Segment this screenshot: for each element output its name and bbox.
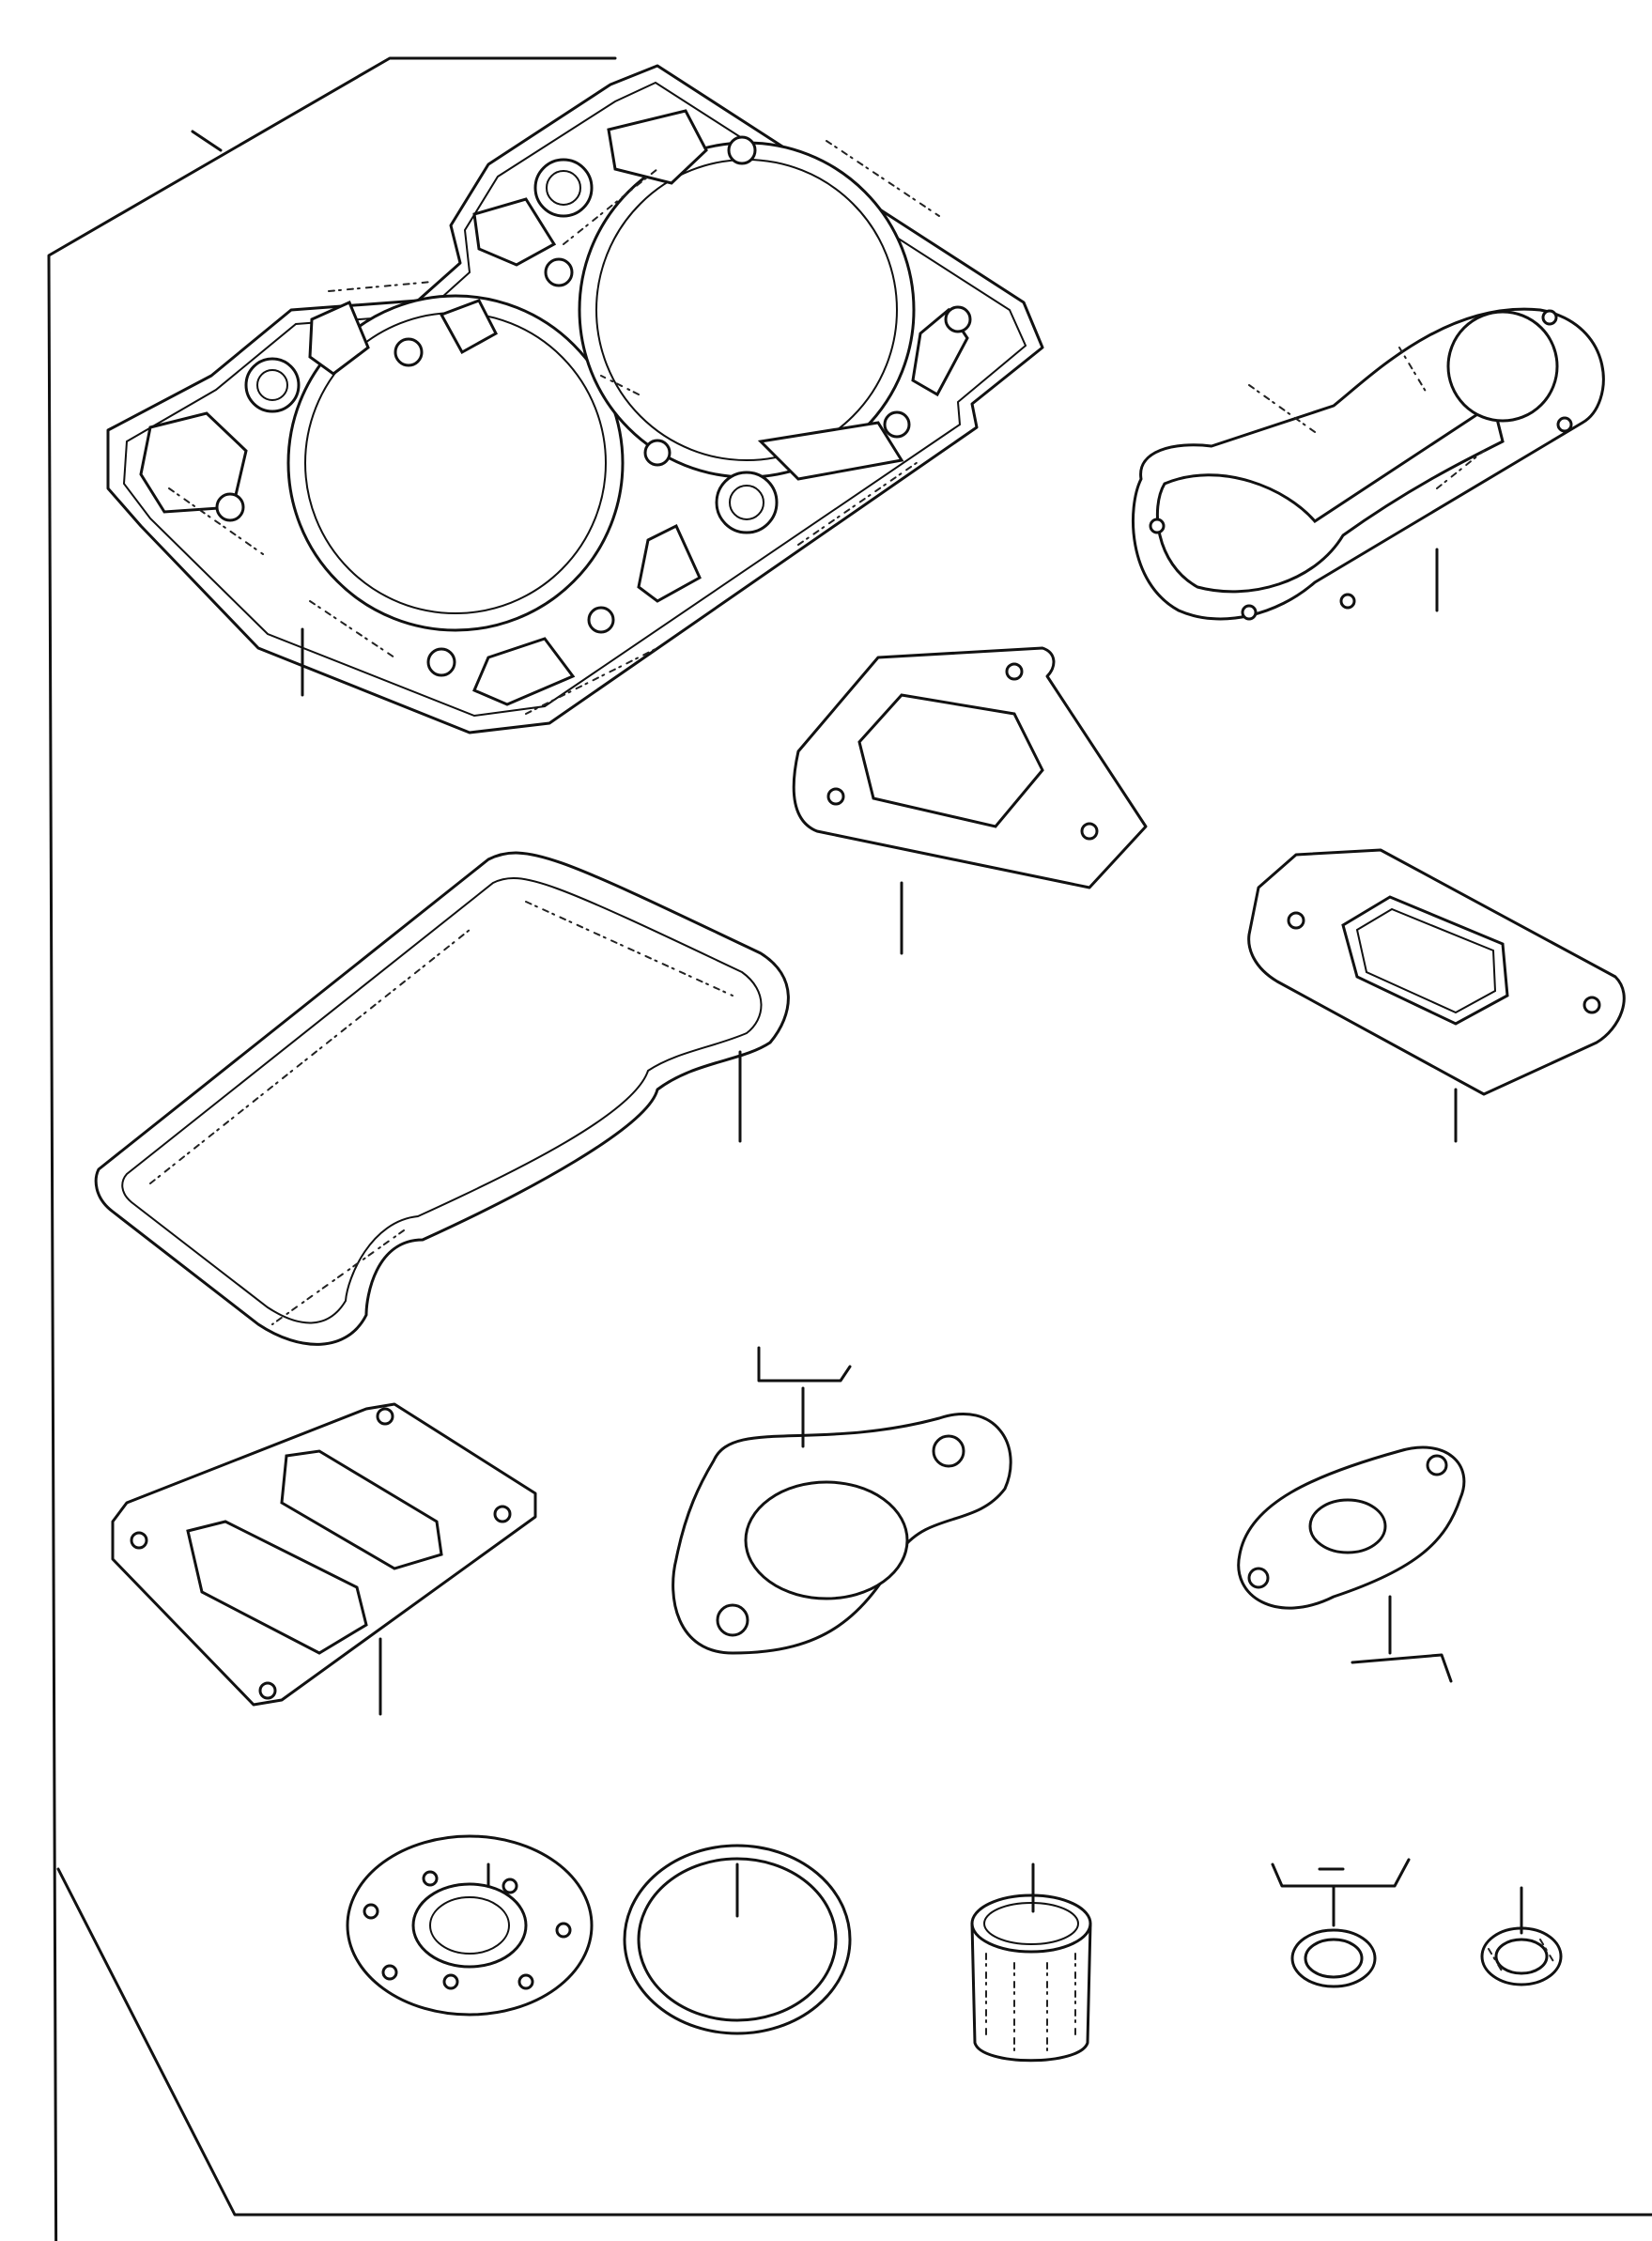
oval-flange-gasket-small [1239, 1447, 1464, 1681]
twin-port-gasket [113, 1404, 535, 1714]
bushing [972, 1864, 1090, 2061]
copper-washer [1482, 1888, 1561, 1985]
oval-flange-gasket-large [673, 1348, 1011, 1653]
sealing-washer-pair [1273, 1860, 1409, 1986]
o-ring [625, 1846, 850, 2033]
cylinder-head-gasket [108, 66, 1042, 733]
rocker-cover-gasket [96, 853, 788, 1344]
gear-case-gasket [1133, 309, 1603, 619]
rectangular-port-gasket [1249, 850, 1625, 1141]
mounting-plate-gasket [794, 648, 1146, 953]
round-flange-gasket [347, 1836, 592, 2015]
kit-frame [49, 58, 1652, 2241]
